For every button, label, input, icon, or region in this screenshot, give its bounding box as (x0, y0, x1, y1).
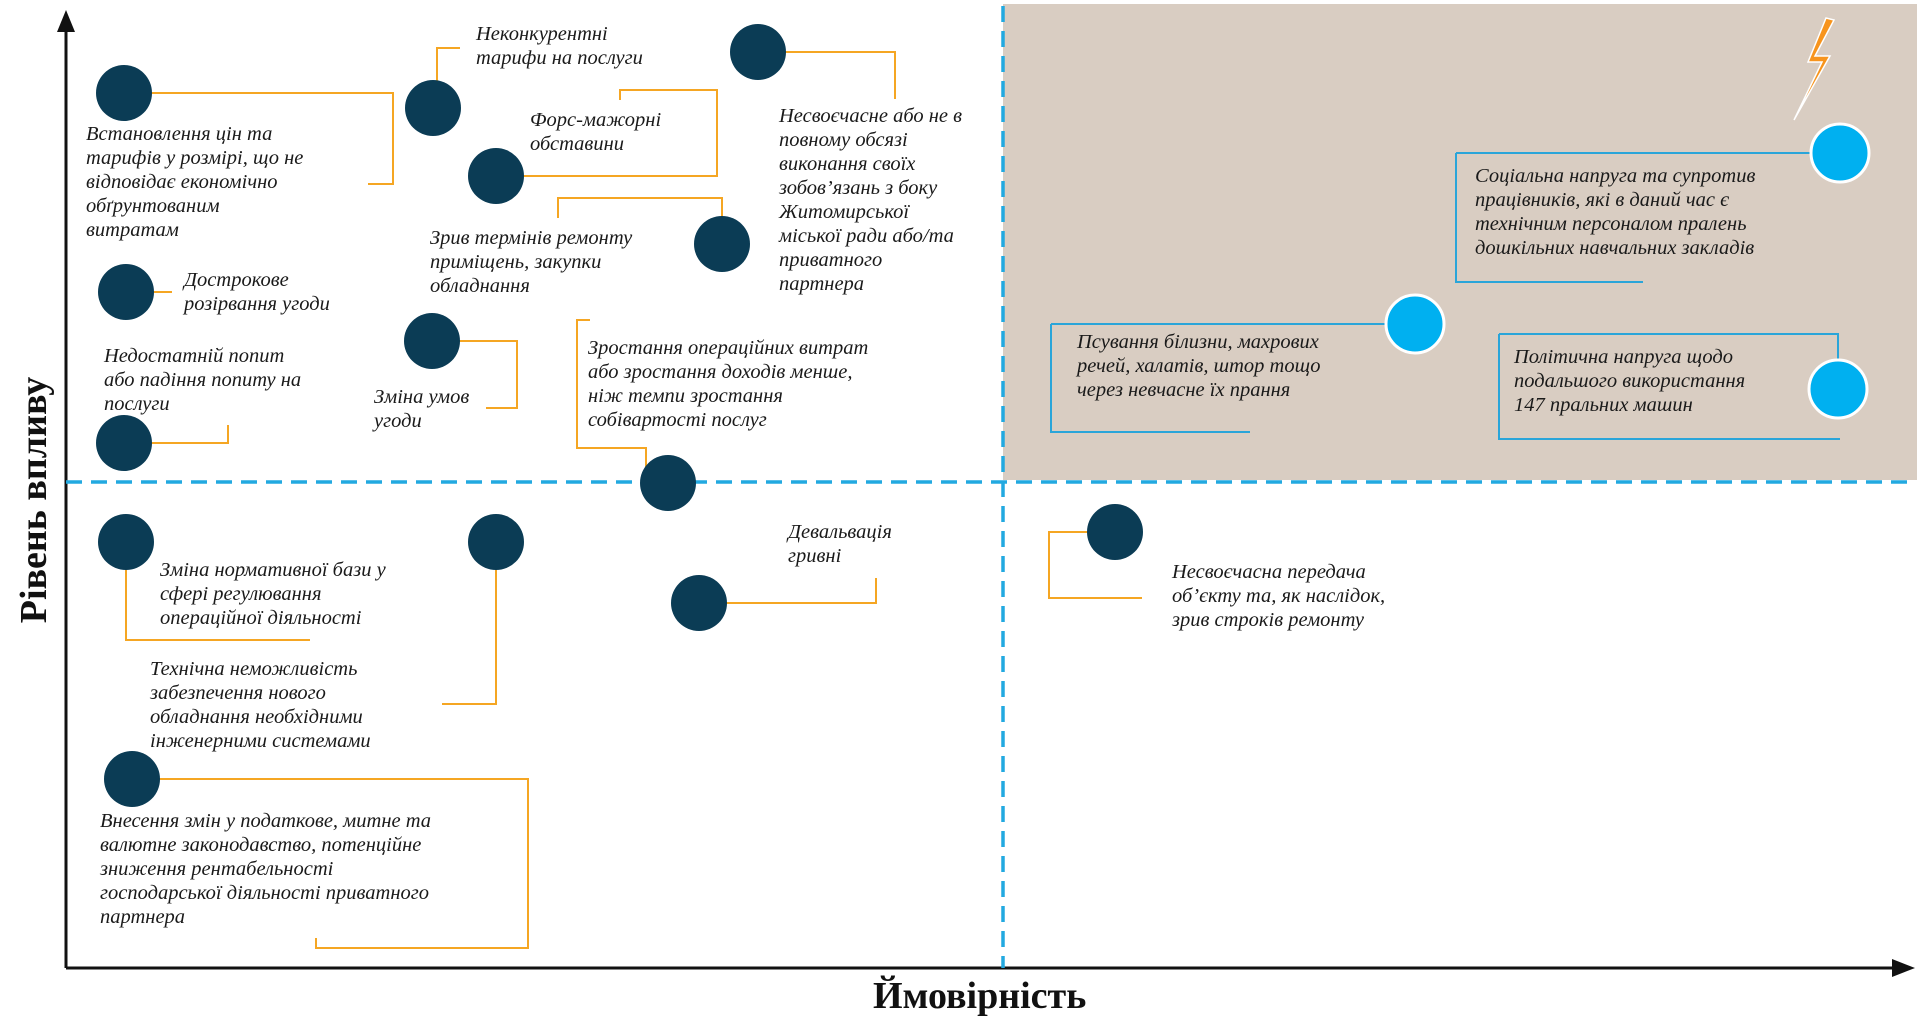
risk-node (1807, 358, 1869, 420)
label-bracket (1455, 153, 1643, 283)
risk-node (405, 80, 461, 136)
risk-label: Зростання операційних витрат або зростан… (588, 337, 869, 431)
risk-node (104, 751, 160, 807)
label-bracket (1050, 324, 1250, 433)
risk-label: Зміна нормативної бази у сфері регулюван… (160, 559, 386, 629)
risk-label: Девальвація гривні (788, 521, 892, 567)
y-axis-arrow-icon (57, 10, 75, 32)
risk-label: Зрив термінів ремонту приміщень, закупки… (430, 227, 633, 297)
risk-label: Недостатній попит або падіння попиту на … (104, 345, 302, 415)
high-risk-zone (1003, 4, 1917, 480)
lightning-icon (1793, 17, 1836, 121)
connector-line (458, 340, 518, 409)
connector-line (1499, 333, 1839, 363)
connector-line (150, 92, 394, 185)
risk-node (96, 415, 152, 471)
risk-label: Дострокове розірвання угоди (184, 269, 330, 315)
x-axis-title: Ймовірність (873, 975, 1087, 1017)
risk-label: Політична напруга щодо подальшого викори… (1514, 346, 1746, 416)
connector-line (442, 568, 497, 705)
risk-label: Псування білизни, махрових речей, халаті… (1077, 331, 1321, 401)
risk-node (96, 65, 152, 121)
risk-node (1384, 293, 1446, 355)
connector-line (784, 51, 896, 99)
label-bracket (1498, 334, 1840, 440)
risk-node (730, 24, 786, 80)
risk-label: Встановлення цін та тарифів у розмірі, щ… (86, 123, 304, 241)
risk-label: Несвоєчасне або не в повному обсязі вико… (779, 105, 963, 295)
connector-line (150, 425, 229, 444)
risk-node (1087, 504, 1143, 560)
risk-label: Неконкурентні тарифи на послуги (476, 23, 643, 69)
risk-node (640, 455, 696, 511)
risk-node (694, 216, 750, 272)
connector-line (557, 197, 723, 218)
connector-line (125, 568, 310, 641)
risk-label: Форс-мажорні обставини (530, 109, 662, 155)
y-axis-title: Рівень впливу (13, 376, 55, 624)
connector-line (436, 47, 460, 82)
risk-node (468, 148, 524, 204)
risk-node (98, 264, 154, 320)
risk-label: Зміна умов угоди (374, 386, 470, 432)
risk-node (98, 514, 154, 570)
risk-node (468, 514, 524, 570)
connector-line (158, 778, 529, 949)
risk-label: Технічна неможливість забезпечення новог… (150, 658, 371, 752)
risk-label: Внесення змін у податкове, митне та валю… (100, 810, 432, 928)
connector-line (725, 578, 877, 604)
risk-node (404, 313, 460, 369)
risk-node (1809, 122, 1871, 184)
connector-line (522, 89, 718, 177)
risk-node (671, 575, 727, 631)
connector-line (1048, 531, 1142, 599)
x-axis-arrow-icon (1892, 959, 1915, 977)
connector-line (576, 319, 647, 467)
risk-label: Соціальна напруга та супротив працівникі… (1475, 165, 1756, 259)
risk-label: Несвоєчасна передача об’єкту та, як насл… (1172, 561, 1386, 631)
